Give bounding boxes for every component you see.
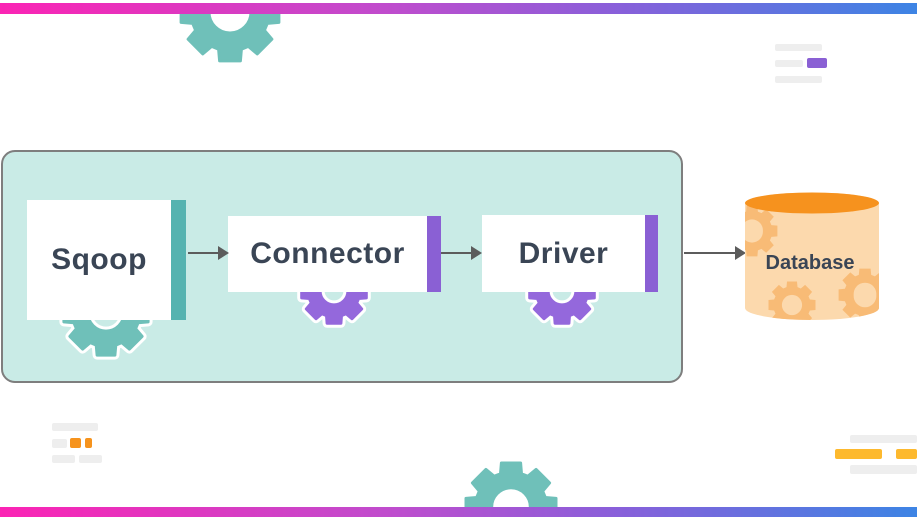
connector-node: Connector [228,216,427,292]
bottom-gradient-bar [0,507,917,517]
gear-icon [176,3,284,66]
arrowhead-icon [471,246,482,260]
deco-highlight [896,449,917,459]
database-cylinder: Database [745,192,879,321]
top-gear-clip [170,3,290,73]
deco-line [775,60,803,67]
deco-line [79,455,102,463]
deco-line [52,455,75,463]
deco-line [52,423,98,431]
arrow-connector-to-driver [441,252,471,254]
database-label: Database [766,252,855,274]
arrow-driver-to-database [684,252,735,254]
driver-accent-bar [645,215,658,292]
deco-highlight [835,449,882,459]
arrow-sqoop-to-connector [188,252,218,254]
connector-label: Connector [250,237,405,270]
connector-accent-bar [427,216,441,292]
gear-icon [461,458,561,517]
database-gear-pattern [745,205,879,321]
driver-node: Driver [482,215,645,292]
deco-line [850,465,917,474]
database-top [745,192,879,214]
sqoop-label: Sqoop [51,243,147,276]
deco-highlight [807,58,827,68]
deco-line [850,435,917,443]
deco-line [775,76,822,83]
top-gradient-bar [0,3,917,14]
sqoop-node: Sqoop [27,200,171,320]
deco-line [775,44,822,51]
arrowhead-icon [735,246,746,260]
deco-line [52,439,67,448]
deco-highlight [70,438,81,448]
sqoop-accent-bar [171,200,186,320]
arrowhead-icon [218,246,229,260]
driver-label: Driver [518,236,609,270]
deco-highlight [85,438,92,448]
